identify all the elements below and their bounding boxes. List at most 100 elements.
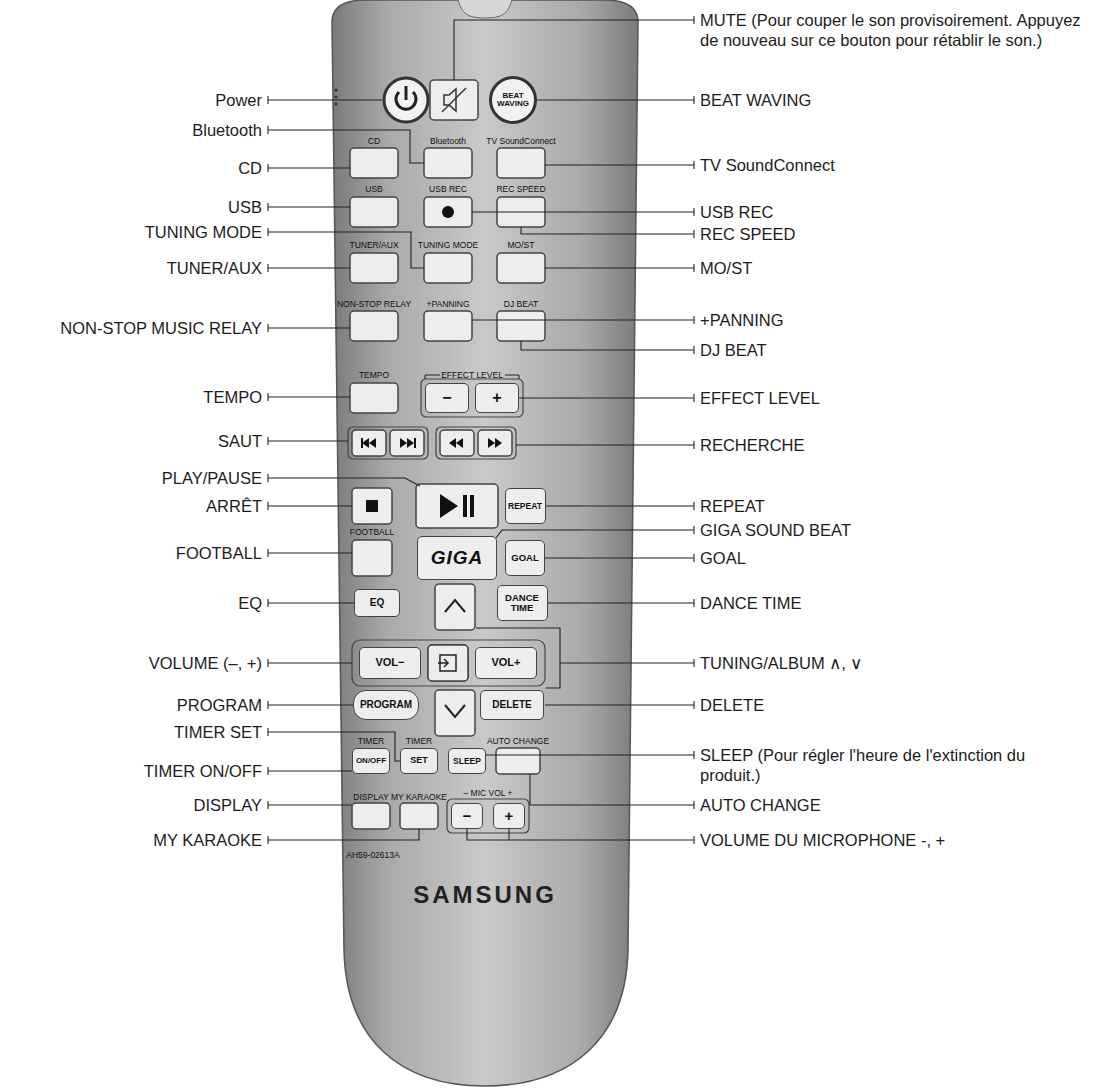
- indicator-dot: [334, 88, 337, 91]
- leader-tick: [693, 599, 694, 607]
- button-text: DANCE TIME: [498, 593, 547, 613]
- button-text: −: [463, 808, 472, 824]
- button: [350, 311, 398, 341]
- button: [424, 311, 472, 341]
- leader-line: [545, 267, 694, 268]
- transport-icon: [369, 438, 376, 448]
- transport-icon: [449, 438, 456, 448]
- leader-line: [268, 440, 348, 441]
- leader-line: [268, 130, 424, 163]
- leader-tick: [267, 264, 268, 272]
- button-caption: USB REC: [429, 184, 467, 195]
- button-caption: REC SPEED: [496, 184, 545, 195]
- leader-tick: [267, 801, 268, 809]
- button: [352, 803, 390, 829]
- button-group: [436, 427, 516, 459]
- callout-label: +PANNING: [700, 310, 784, 331]
- button: [424, 148, 472, 178]
- button: [390, 430, 424, 456]
- leader-line: [545, 704, 694, 705]
- leader-line: [268, 206, 350, 207]
- callout-label: FOOTBALL: [176, 543, 262, 564]
- button-caption: TEMPO: [359, 370, 389, 381]
- leader-tick: [267, 836, 268, 844]
- button: [435, 584, 475, 630]
- leader-tick: [267, 659, 268, 667]
- leader-tick: [693, 502, 694, 510]
- blank-buttons: [350, 80, 545, 829]
- button: [428, 645, 468, 681]
- button-caption: TUNING MODE: [418, 240, 478, 251]
- leader-line: [496, 530, 694, 538]
- leader-line: [530, 774, 694, 805]
- button-text: +: [492, 390, 501, 407]
- leader-tick: [693, 264, 694, 272]
- up-chevron: [445, 600, 465, 612]
- transport-icon: [366, 500, 378, 512]
- leader-line: [268, 770, 352, 771]
- callout-label: VOLUME (–, +): [149, 653, 262, 674]
- button-text: VOL+: [491, 657, 520, 669]
- leader-tick: [267, 324, 268, 332]
- leader-line: [476, 628, 560, 688]
- leader-tick: [267, 549, 268, 557]
- leader-lines: [268, 16, 694, 844]
- leader-tick: [693, 801, 694, 809]
- leader-line: [472, 319, 694, 320]
- leader-tick: [693, 701, 694, 709]
- leader-line: [268, 478, 420, 486]
- button-caption: MY KARAOKE: [391, 792, 447, 803]
- button-caption: DJ BEAT: [504, 299, 538, 310]
- callout-label: TUNING/ALBUM ∧, ∨: [700, 653, 862, 674]
- button: [350, 197, 398, 227]
- callout-label: REPEAT: [700, 496, 765, 517]
- brand-logo: SAMSUNG: [413, 880, 557, 910]
- leader-line: [486, 754, 694, 755]
- callout-label: Bluetooth: [192, 120, 262, 141]
- leader-tick: [693, 208, 694, 216]
- callout-label: PROGRAM: [177, 695, 262, 716]
- button: [435, 690, 475, 736]
- button-caption: TV SoundConnect: [486, 136, 555, 147]
- button-text: EQ: [370, 598, 384, 609]
- button-caption: NON-STOP RELAY: [337, 299, 411, 310]
- leader-tick: [267, 228, 268, 236]
- callout-label: BEAT WAVING: [700, 90, 811, 111]
- callout-label: TEMPO: [203, 387, 262, 408]
- mute-icon: [442, 88, 466, 112]
- leader-line: [545, 505, 694, 506]
- callout-label: ARRÊT: [206, 496, 262, 517]
- callout-label: VOLUME DU MICROPHONE -, +: [700, 830, 945, 851]
- transport-icon: [361, 438, 363, 448]
- callout-label: MY KARAOKE: [153, 830, 262, 851]
- callout-label: MUTE (Pour couper le son provisoirement.…: [700, 10, 1095, 51]
- button: [400, 803, 438, 829]
- leader-line: [268, 505, 352, 506]
- button-label-box: −: [425, 383, 469, 413]
- leader-tick: [693, 316, 694, 324]
- button: [478, 430, 512, 456]
- button-label-box: EQ: [354, 589, 400, 617]
- leader-line: [508, 829, 509, 840]
- button: [352, 488, 392, 524]
- button-group: [348, 427, 428, 459]
- transport-icon: [463, 495, 467, 517]
- leader-line: [545, 164, 694, 165]
- leader-tick: [693, 659, 694, 667]
- button-caption: AH59-02613A: [346, 850, 399, 861]
- button: [350, 383, 398, 413]
- callout-label: MO/ST: [700, 258, 752, 279]
- callout-label: SAUT: [218, 431, 262, 452]
- button-group: [352, 640, 545, 686]
- leader-tick: [693, 394, 694, 402]
- callout-label: PLAY/PAUSE: [162, 468, 262, 489]
- callout-label: USB: [228, 197, 262, 218]
- leader-tick: [693, 346, 694, 354]
- leader-tick: [267, 164, 268, 172]
- leader-tick: [693, 554, 694, 562]
- button-text: SLEEP: [453, 757, 481, 766]
- power-icon: [405, 86, 408, 100]
- callout-label: TIMER ON/OFF: [144, 761, 262, 782]
- leader-tick: [693, 161, 694, 169]
- indicator-dot: [334, 102, 337, 105]
